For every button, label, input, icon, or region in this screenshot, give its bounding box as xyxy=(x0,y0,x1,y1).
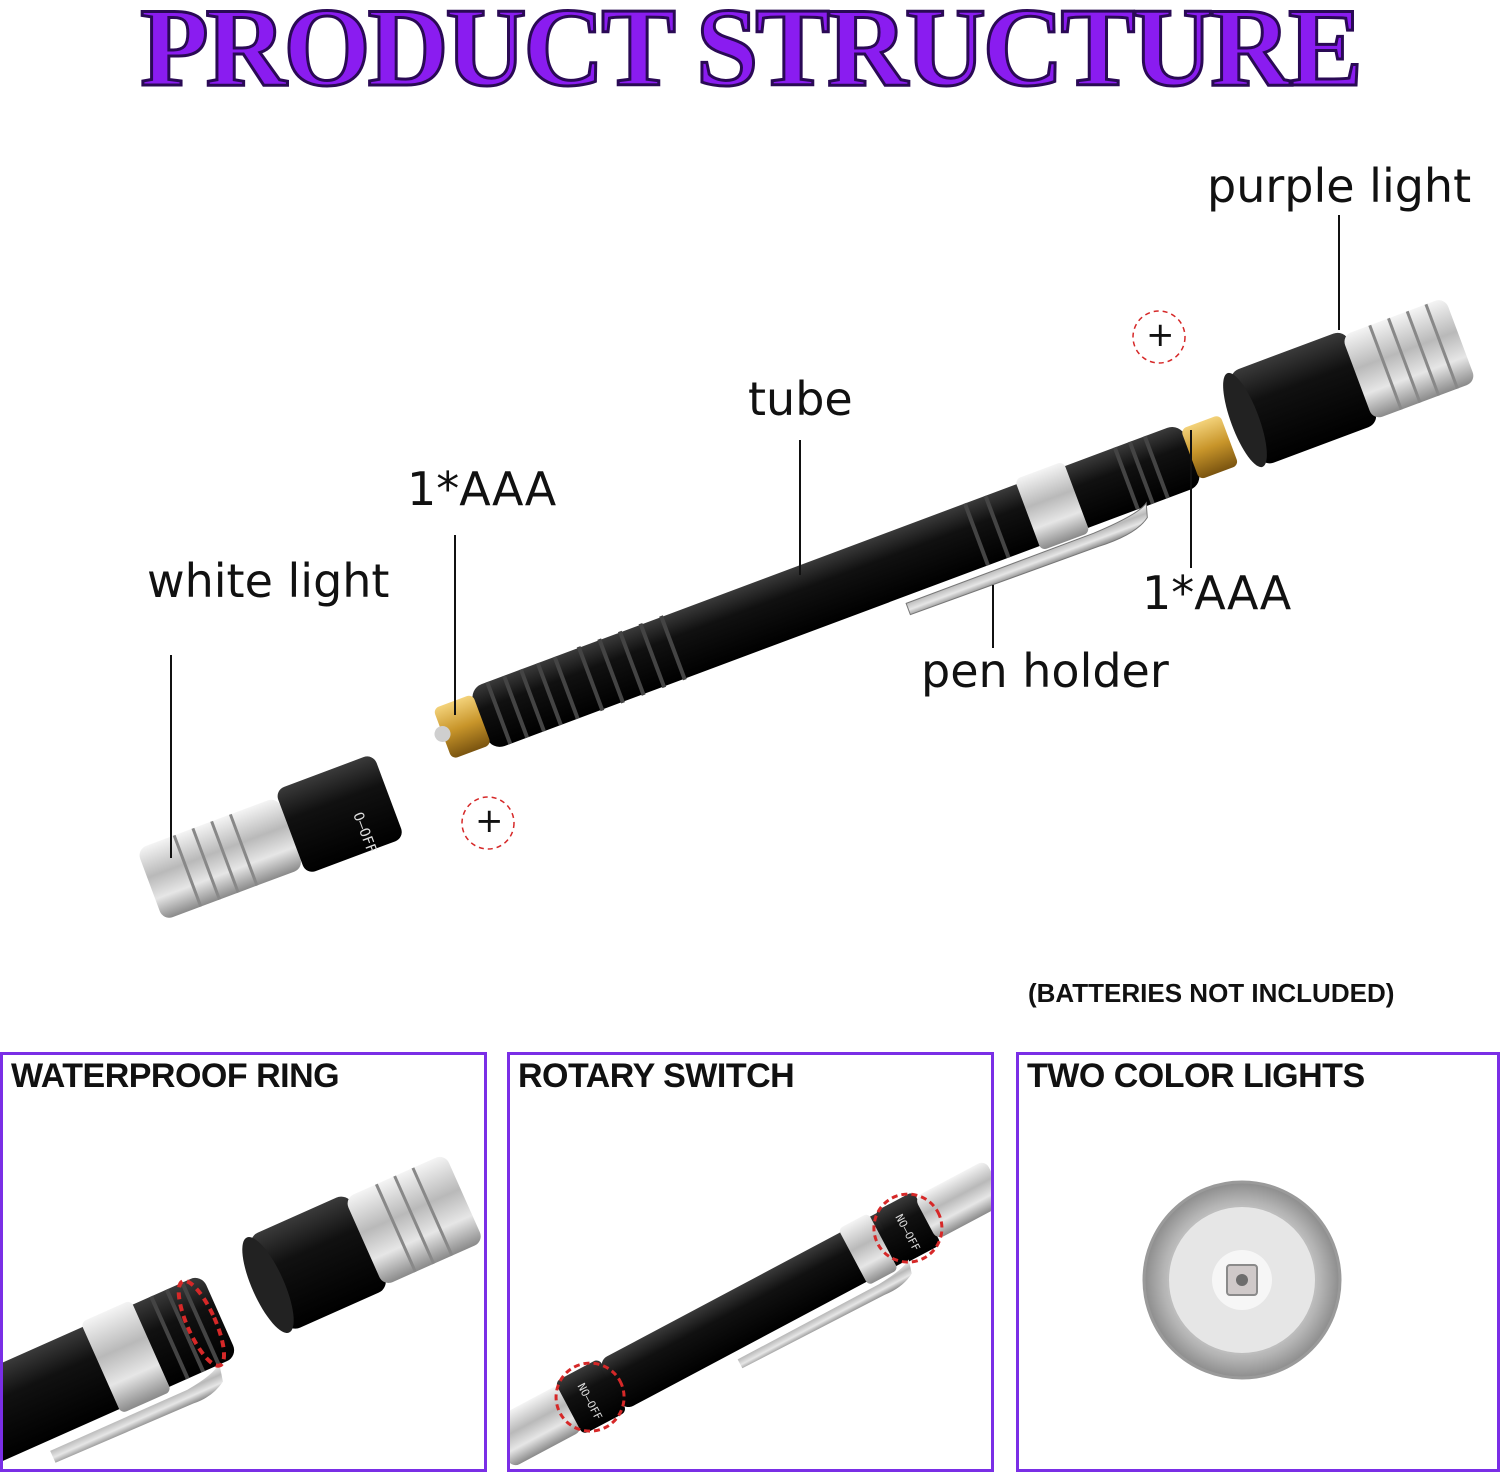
label-aaa-left: 1*AAA xyxy=(407,462,557,516)
page-title: PRODUCT STRUCTURE xyxy=(139,0,1365,110)
batteries-note: (BATTERIES NOT INCLUDED) xyxy=(1028,978,1395,1008)
waterproof-ring-illustration xyxy=(3,1156,481,1463)
flashlight-diagram: O—OFF xyxy=(139,215,1474,918)
label-aaa-right: 1*AAA xyxy=(1142,566,1292,620)
panel-rotary-switch: ROTARY SWITCH NO—OFF NO—OFF xyxy=(507,1052,994,1472)
label-purple-light: purple light xyxy=(1207,159,1472,213)
label-white-light: white light xyxy=(147,554,390,608)
panel-title: WATERPROOF RING xyxy=(11,1057,340,1095)
panel-title: TWO COLOR LIGHTS xyxy=(1027,1057,1365,1095)
panel-two-color-lights: TWO COLOR LIGHTS xyxy=(1016,1052,1500,1472)
plus-label-top: + xyxy=(1146,315,1175,355)
rotary-switch-illustration: NO—OFF NO—OFF xyxy=(510,1162,991,1466)
tube-body xyxy=(434,416,1238,758)
purple-light-head xyxy=(1223,300,1474,468)
plus-marker-bottom xyxy=(461,796,515,850)
panel-waterproof-ring: WATERPROOF RING xyxy=(0,1052,487,1472)
plus-marker-top xyxy=(1132,310,1186,364)
panel-title: ROTARY SWITCH xyxy=(518,1057,795,1095)
label-pen-holder: pen holder xyxy=(921,644,1169,698)
plus-label-bottom: + xyxy=(475,801,504,841)
label-tube: tube xyxy=(748,372,853,426)
white-light-head: O—OFF xyxy=(139,756,402,918)
lens-illustration xyxy=(1142,1180,1342,1380)
